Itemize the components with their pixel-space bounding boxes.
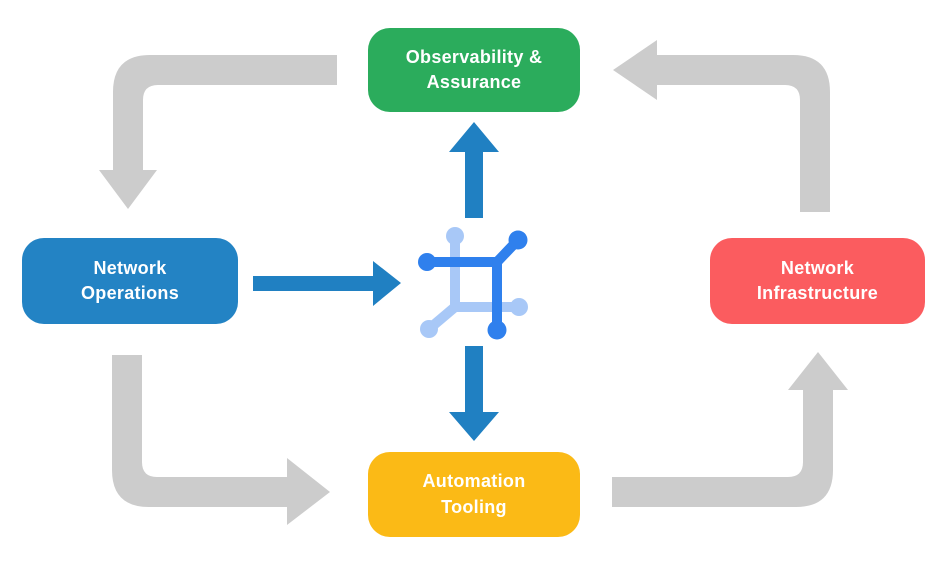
arrow-operations-to-center xyxy=(253,261,401,306)
arrow-infrastructure-to-observability xyxy=(613,40,830,212)
node-automation-tooling: Automation Tooling xyxy=(368,452,580,537)
arrow-center-to-observability xyxy=(449,122,499,218)
node-automation-tooling-label: Automation Tooling xyxy=(422,471,526,517)
node-observability-assurance-label: Observability & Assurance xyxy=(405,46,543,92)
arrow-operations-to-automation xyxy=(112,355,330,525)
arrow-automation-to-infrastructure xyxy=(612,352,848,507)
network-mesh-icon-light-nodes xyxy=(420,227,528,338)
node-network-operations-label: Network Operations xyxy=(80,257,180,303)
node-observability-assurance: Observability & Assurance xyxy=(368,28,580,112)
arrow-observability-to-operations xyxy=(99,55,337,209)
node-network-infrastructure-label: Network Infrastructure xyxy=(756,257,879,303)
node-network-infrastructure: Network Infrastructure xyxy=(710,238,925,324)
node-network-operations: Network Operations xyxy=(22,238,238,324)
network-mesh-icon xyxy=(418,227,528,340)
arrow-center-to-automation xyxy=(449,346,499,441)
network-mesh-icon-dark-nodes xyxy=(418,230,528,340)
